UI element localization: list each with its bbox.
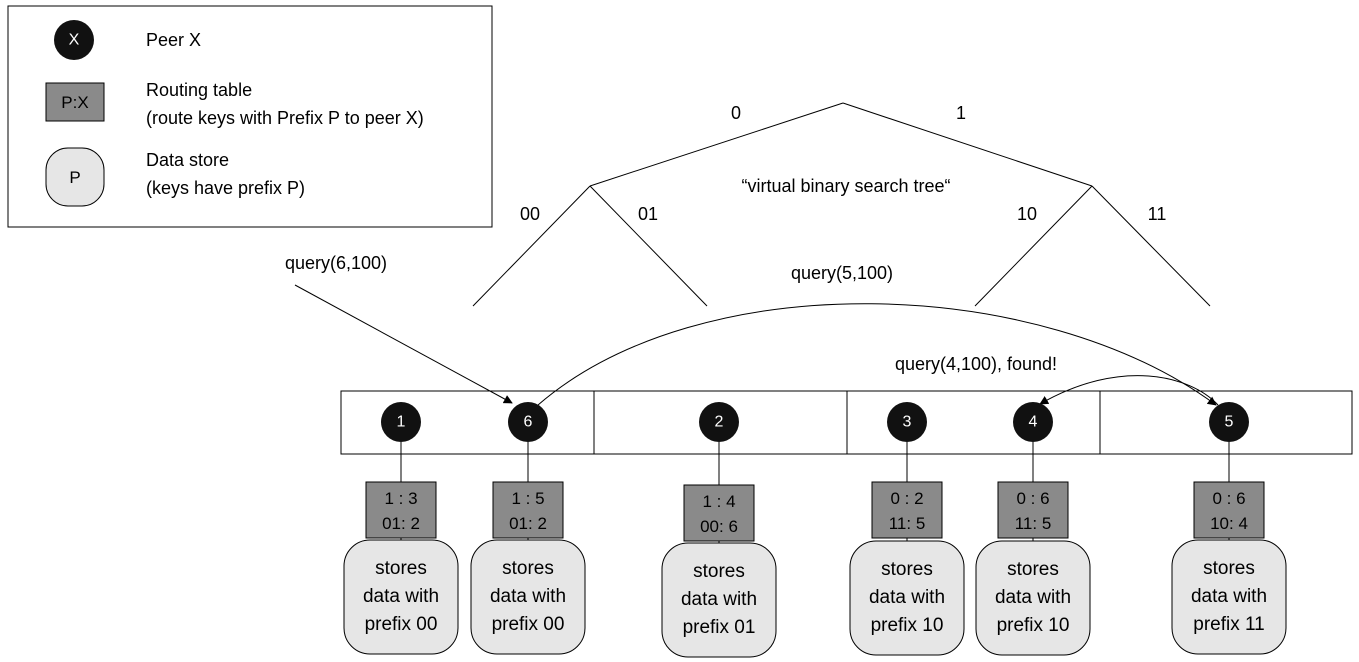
peer-node-6: [508, 402, 548, 442]
routing-table-1: [365, 481, 437, 539]
tree-edge-01: [589, 185, 708, 307]
peer-node-2: [699, 402, 739, 442]
data-store-text: prefix 10: [871, 615, 944, 636]
routing-table-6: [492, 481, 564, 539]
peer-node-5: [1209, 402, 1249, 442]
legend-store-symbol: P: [69, 168, 80, 187]
data-store-2: [661, 542, 777, 658]
routing-table-5: [1193, 481, 1265, 539]
data-store-text: data with: [490, 586, 566, 607]
legend-peer-label: Peer X: [146, 30, 201, 50]
data-store-3: [849, 540, 965, 656]
legend-routing-desc: (route keys with Prefix P to peer X): [146, 108, 424, 128]
tree-edge-0: [589, 102, 844, 187]
legend-store-label: Data store: [146, 150, 229, 170]
data-store-text: data with: [995, 587, 1071, 608]
data-store-4: [975, 540, 1091, 656]
routing-entry: 1 : 4: [702, 492, 735, 511]
legend-store-desc: (keys have prefix P): [146, 178, 305, 198]
data-store-text: prefix 01: [683, 617, 756, 638]
partition-11: [1099, 390, 1353, 455]
routing-entry: 00: 6: [700, 517, 738, 536]
query-arrow-1: [294, 284, 513, 404]
legend-routing-symbol: P:X: [61, 93, 88, 112]
data-store-text: prefix 00: [365, 614, 438, 635]
data-store-text: prefix 10: [997, 615, 1070, 636]
tree-label-10: 10: [1017, 204, 1037, 224]
tree-label-00: 00: [520, 204, 540, 224]
query-paths: query(6,100) query(5,100) query(4,100), …: [285, 253, 1219, 406]
peer-id: 4: [1029, 414, 1038, 431]
query-label-1: query(6,100): [285, 253, 387, 273]
peer-id: 1: [397, 414, 406, 431]
data-store-text: stores: [502, 558, 554, 579]
routing-entry: 01: 2: [509, 514, 547, 533]
partition-00: [340, 390, 595, 455]
routing-entry: 0 : 6: [1016, 489, 1049, 508]
legend-store-icon: [45, 147, 105, 207]
routing-entry: 1 : 5: [511, 489, 544, 508]
partition-10: [846, 390, 1101, 455]
peer-node-1: [381, 402, 421, 442]
data-store-text: stores: [1203, 558, 1255, 579]
routing-table-3: [871, 481, 943, 539]
legend-routing-icon: [45, 82, 105, 122]
query-arrow-2: [537, 303, 1217, 406]
peers: 1 1 : 3 01: 2 stores data with prefix 00 6 1 : …: [343, 402, 1287, 658]
legend-peer-symbol: X: [69, 32, 80, 49]
peer-id: 3: [903, 414, 912, 431]
data-store-6: [470, 539, 586, 655]
routing-entry: 0 : 2: [890, 489, 923, 508]
query-arrow-3: [1039, 375, 1219, 406]
data-store-text: stores: [375, 558, 427, 579]
routing-entry: 0 : 6: [1212, 489, 1245, 508]
data-store-text: data with: [869, 587, 945, 608]
legend-routing-label: Routing table: [146, 80, 252, 100]
routing-entry: 1 : 3: [384, 489, 417, 508]
data-store-text: stores: [693, 561, 745, 582]
legend: X Peer X P:X Routing table (route keys w…: [7, 5, 493, 228]
data-store-text: data with: [363, 586, 439, 607]
data-store-text: stores: [881, 559, 933, 580]
tree-edge-11: [1091, 185, 1211, 307]
tree-label-0: 0: [731, 103, 741, 123]
peer-id: 2: [715, 414, 724, 431]
query-label-3: query(4,100), found!: [895, 354, 1057, 374]
tree-edge-00: [472, 185, 591, 307]
tree-edge-1: [842, 102, 1093, 187]
routing-entry: 11: 5: [889, 514, 926, 533]
tree-label-11: 11: [1148, 204, 1167, 224]
tree-title: “virtual binary search tree“: [741, 176, 950, 196]
data-store-5: [1171, 539, 1287, 655]
peer-node-3: [887, 402, 927, 442]
routing-table-4: [997, 481, 1069, 539]
peer-node-4: [1013, 402, 1053, 442]
routing-entry: 10: 4: [1210, 514, 1248, 533]
data-store-text: prefix 00: [492, 614, 565, 635]
data-store-text: data with: [1191, 586, 1267, 607]
tree-label-1: 1: [956, 103, 966, 123]
routing-entry: 11: 5: [1015, 514, 1052, 533]
legend-peer-icon: [54, 20, 94, 60]
tree-edge-10: [974, 185, 1093, 307]
query-label-2: query(5,100): [791, 263, 893, 283]
data-store-text: prefix 11: [1193, 614, 1264, 635]
routing-table-2: [683, 484, 755, 542]
data-store-1: [343, 539, 459, 655]
tree-label-01: 01: [638, 204, 658, 224]
peer-id: 6: [524, 414, 533, 431]
partitions: [340, 390, 1353, 455]
routing-entry: 01: 2: [382, 514, 420, 533]
data-store-text: stores: [1007, 559, 1059, 580]
peer-id: 5: [1225, 414, 1234, 431]
data-store-text: data with: [681, 589, 757, 610]
binary-tree: 0 1 00 01 10 11 “virtual binary search t…: [472, 102, 1211, 307]
